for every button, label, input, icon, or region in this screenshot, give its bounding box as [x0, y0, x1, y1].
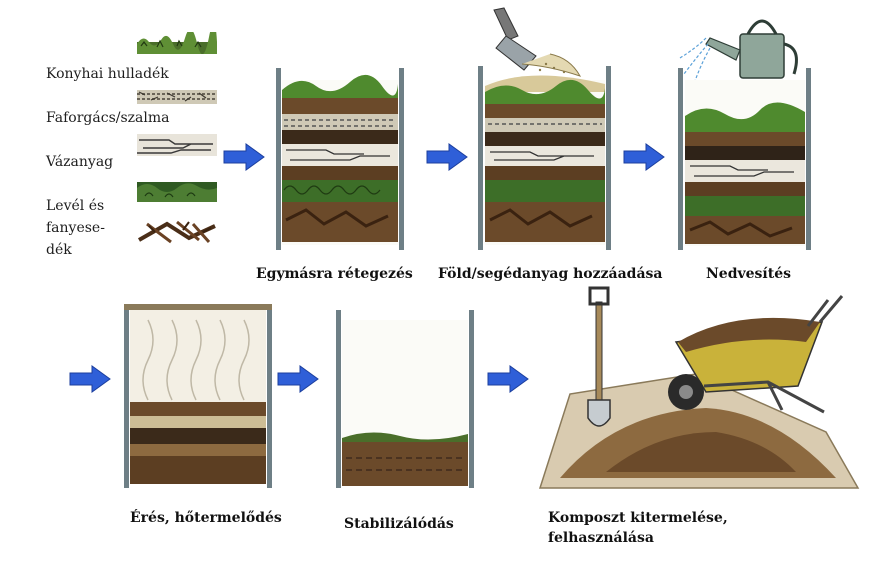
arrow-right-icon — [277, 365, 319, 393]
stage-label-harvest-2: felhasználása — [548, 530, 654, 546]
arrow-right-icon — [426, 143, 468, 171]
legend-label-kitchen-waste: Konyhai hulladék — [46, 66, 169, 82]
stage-label-maturing: Érés, hőtermelődés — [130, 510, 282, 526]
arrow-right-icon — [487, 365, 529, 393]
stage-label-watering: Nedvesítés — [706, 266, 791, 282]
arrow-right-icon — [69, 365, 111, 393]
legend-label-leaves-3: dék — [46, 242, 72, 258]
legend-label-structural-material: Vázanyag — [46, 154, 114, 170]
arrow-right-icon — [223, 143, 265, 171]
compost-bin-stabilization — [330, 310, 480, 490]
stage-label-layering: Egymásra rétegezés — [256, 266, 413, 282]
swatch-kitchen-waste — [137, 32, 217, 54]
compost-bin-layering — [270, 60, 410, 255]
compost-harvest-scene — [536, 282, 866, 494]
stage-label-harvest-1: Komposzt kitermelése, — [548, 510, 728, 526]
legend-label-leaves-1: Levél és — [46, 198, 105, 214]
swatch-leaves — [137, 180, 217, 202]
stage-label-stabilization: Stabilizálódás — [344, 516, 454, 532]
swatch-twigs — [137, 218, 217, 246]
stage-label-adding-soil: Föld/segédanyag hozzáadása — [438, 266, 663, 282]
compost-bin-maturing — [118, 300, 278, 490]
legend-label-leaves-2: fanyese- — [46, 220, 105, 236]
compost-bin-adding-soil — [470, 6, 620, 255]
legend-label-wood-chips: Faforgács/szalma — [46, 110, 170, 126]
compost-bin-watering — [670, 4, 820, 255]
swatch-wood-chips — [137, 90, 217, 104]
arrow-right-icon — [623, 143, 665, 171]
swatch-structural-material — [137, 134, 217, 156]
